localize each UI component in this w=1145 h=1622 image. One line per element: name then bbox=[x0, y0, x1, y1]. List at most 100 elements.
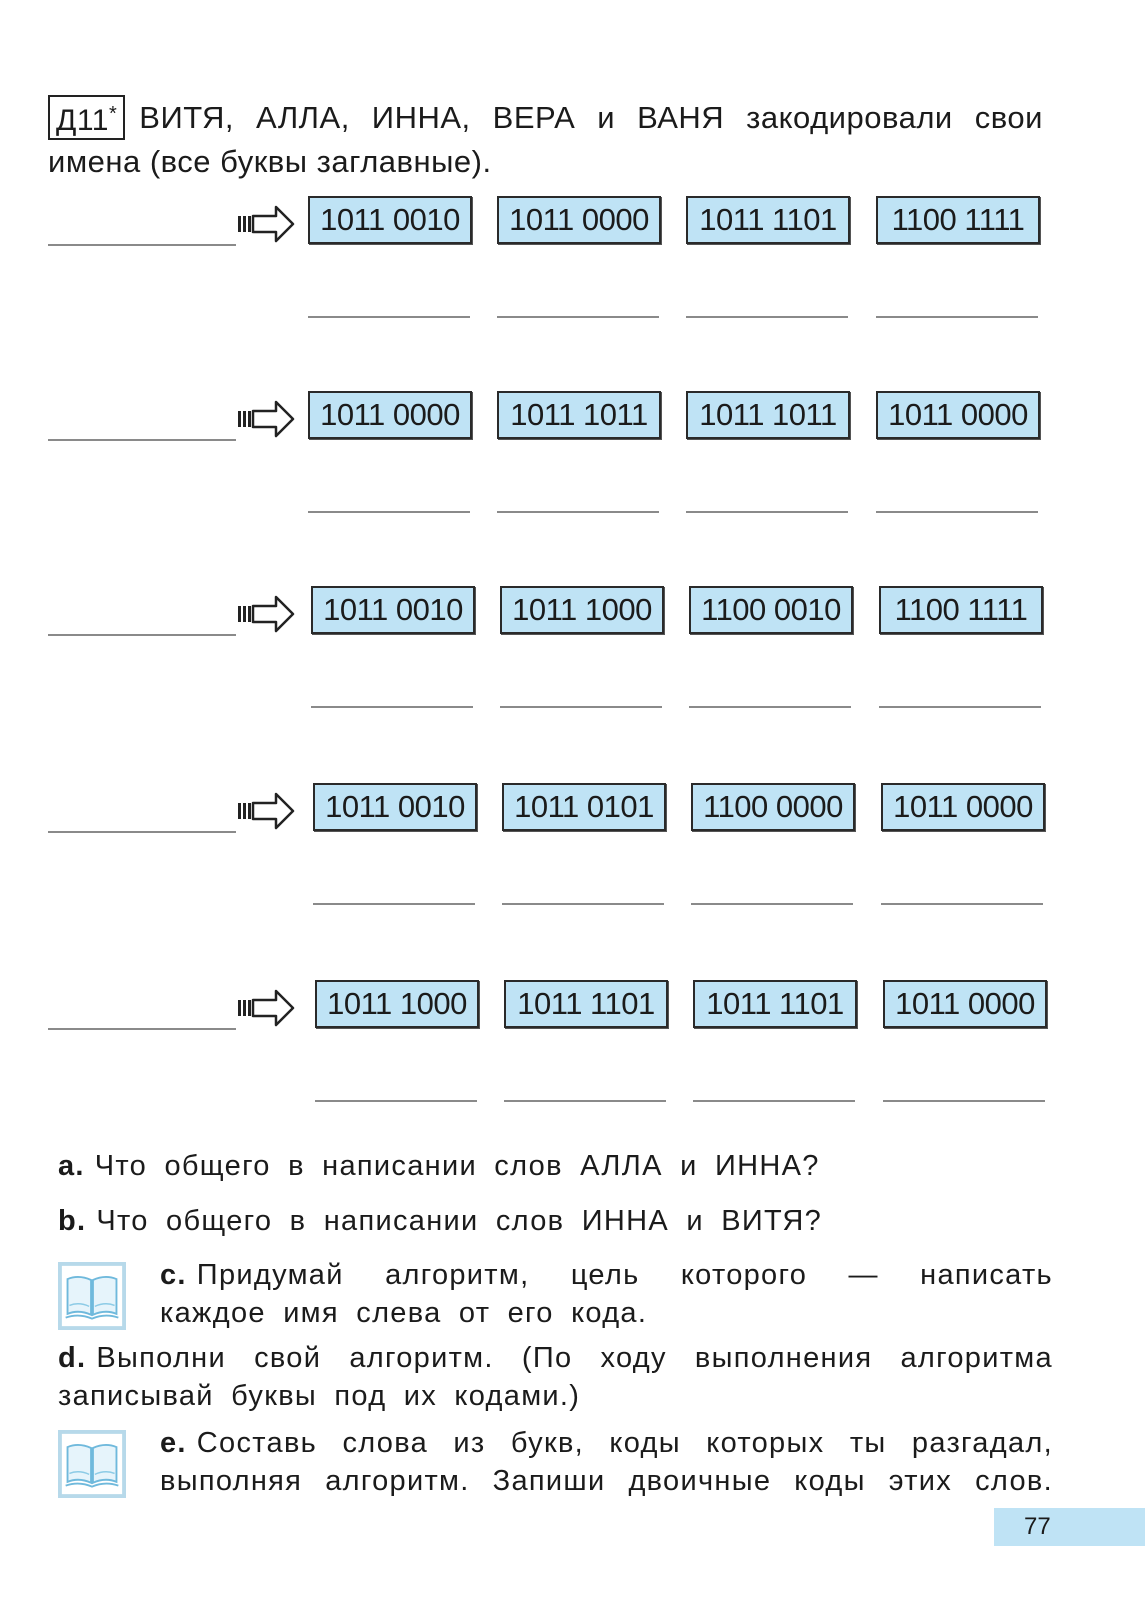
binary-code-box: 1011 1101 bbox=[686, 196, 850, 244]
question-word: Запиши bbox=[492, 1465, 606, 1497]
letter-answer-line[interactable] bbox=[311, 706, 473, 708]
question-word: коды bbox=[609, 1427, 681, 1459]
question-b: b. Что общего в написании слов ИННА и ВИТ… bbox=[58, 1202, 822, 1240]
question-word: которых bbox=[706, 1427, 825, 1459]
question-word: Выполни bbox=[96, 1342, 226, 1374]
question-word: слов. bbox=[975, 1465, 1053, 1497]
question-word: слова bbox=[342, 1427, 429, 1459]
name-answer-line[interactable] bbox=[48, 1026, 236, 1030]
right-arrow-icon bbox=[238, 792, 295, 830]
question-word: этих bbox=[888, 1465, 953, 1497]
question-word: (По bbox=[521, 1342, 573, 1374]
letter-answer-line[interactable] bbox=[500, 706, 662, 708]
book-icon bbox=[58, 1262, 126, 1330]
letter-answer-line[interactable] bbox=[313, 903, 475, 905]
letter-answer-line[interactable] bbox=[502, 903, 664, 905]
header-word: АЛЛА, bbox=[255, 99, 350, 135]
question-word: коды bbox=[794, 1465, 866, 1497]
question-label: a. bbox=[58, 1150, 85, 1182]
task-header-line1: Д11* ВИТЯ, АЛЛА, ИННА, ВЕРА и ВАНЯ закод… bbox=[48, 95, 1043, 140]
question-d-line1: d.Выполни свой алгоритм. (По ходу выполн… bbox=[58, 1339, 1053, 1377]
question-word: которого bbox=[680, 1259, 808, 1291]
letter-answer-line[interactable] bbox=[497, 316, 659, 318]
header-word: ВИТЯ, bbox=[139, 99, 234, 135]
letter-answer-line[interactable] bbox=[693, 1100, 855, 1102]
question-word: из bbox=[453, 1427, 486, 1459]
letter-answer-line[interactable] bbox=[691, 903, 853, 905]
question-e: e. Составь слова из букв, коды которых ты… bbox=[160, 1424, 1053, 1500]
code-row-5: 1011 1000 1011 1101 1011 1101 1011 0000 bbox=[0, 980, 1145, 1130]
name-answer-line[interactable] bbox=[48, 829, 236, 833]
letter-answer-line[interactable] bbox=[879, 706, 1041, 708]
question-label: c. bbox=[160, 1259, 187, 1291]
binary-code-box: 1011 1101 bbox=[693, 980, 857, 1028]
question-word: букв, bbox=[510, 1427, 585, 1459]
name-answer-line[interactable] bbox=[48, 242, 236, 246]
question-e-lead: e. Составь bbox=[160, 1424, 317, 1462]
question-label: d. bbox=[58, 1342, 87, 1374]
question-label: e. bbox=[160, 1427, 187, 1459]
question-word: алгоритм. bbox=[349, 1342, 494, 1374]
letter-answer-line[interactable] bbox=[876, 511, 1038, 513]
right-arrow-icon bbox=[238, 205, 295, 243]
binary-code-box: 1011 0010 bbox=[311, 586, 475, 634]
question-word: алгоритм, bbox=[385, 1259, 530, 1291]
question-d: d.Выполни свой алгоритм. (По ходу выполн… bbox=[58, 1339, 1053, 1415]
header-word: свои bbox=[974, 99, 1043, 135]
question-word: алгоритма bbox=[900, 1342, 1053, 1374]
binary-code-box: 1011 1011 bbox=[686, 391, 850, 439]
right-arrow-icon bbox=[238, 989, 295, 1027]
question-e-line1: e. Составь слова из букв, коды которых ты… bbox=[160, 1424, 1053, 1462]
page-number: 77 bbox=[994, 1508, 1145, 1546]
task-header-line2: имена (все буквы заглавные). bbox=[48, 144, 492, 179]
binary-code-box: 1011 0010 bbox=[308, 196, 472, 244]
binary-code-box: 1011 1000 bbox=[500, 586, 664, 634]
binary-code-box: 1100 0000 bbox=[691, 783, 855, 831]
letter-answer-line[interactable] bbox=[876, 316, 1038, 318]
question-d-line2: записывай буквы под их кодами.) bbox=[58, 1380, 581, 1412]
question-word: Составь bbox=[196, 1427, 318, 1459]
task-id-badge: Д11* bbox=[48, 95, 126, 140]
question-label: b. bbox=[58, 1205, 87, 1237]
letter-answer-line[interactable] bbox=[315, 1100, 477, 1102]
question-word: выполнения bbox=[694, 1342, 873, 1374]
code-row-1: 1011 0010 1011 0000 1011 1101 1100 1111 bbox=[0, 196, 1145, 346]
letter-answer-line[interactable] bbox=[686, 511, 848, 513]
question-d-lead: d. Выполни bbox=[58, 1339, 226, 1377]
question-c-line1: c.Придумай алгоритм, цель которого — нап… bbox=[160, 1256, 1053, 1294]
question-word: написать bbox=[920, 1259, 1053, 1291]
letter-answer-line[interactable] bbox=[497, 511, 659, 513]
right-arrow-icon bbox=[238, 595, 295, 633]
task-id: Д11 bbox=[56, 104, 109, 137]
letter-answer-line[interactable] bbox=[308, 316, 470, 318]
question-text: Что общего в написании слов АЛЛА и ИННА? bbox=[94, 1150, 820, 1182]
letter-answer-line[interactable] bbox=[689, 706, 851, 708]
binary-code-box: 1011 0000 bbox=[308, 391, 472, 439]
question-word: ходу bbox=[600, 1342, 667, 1374]
letter-answer-line[interactable] bbox=[686, 316, 848, 318]
question-text: Что общего в написании слов ИННА и ВИТЯ? bbox=[96, 1205, 823, 1237]
task-header: Д11* ВИТЯ, АЛЛА, ИННА, ВЕРА и ВАНЯ закод… bbox=[48, 95, 1043, 184]
binary-code-box: 1011 0000 bbox=[497, 196, 661, 244]
question-c-line2: каждое имя слева от его кода. bbox=[160, 1297, 648, 1329]
task-header-lead: Д11* ВИТЯ, bbox=[48, 95, 234, 140]
letter-answer-line[interactable] bbox=[883, 1100, 1045, 1102]
name-answer-line[interactable] bbox=[48, 632, 236, 636]
right-arrow-icon bbox=[238, 400, 295, 438]
header-word: и bbox=[597, 99, 616, 135]
letter-answer-line[interactable] bbox=[308, 511, 470, 513]
book-icon bbox=[58, 1430, 126, 1498]
name-answer-line[interactable] bbox=[48, 437, 236, 441]
binary-code-box: 1100 1111 bbox=[876, 196, 1040, 244]
binary-code-box: 1011 0000 bbox=[881, 783, 1045, 831]
question-e-line2: выполняя алгоритм. Запиши двоичные коды … bbox=[160, 1462, 1053, 1500]
task-mark: * bbox=[108, 103, 118, 125]
letter-answer-line[interactable] bbox=[881, 903, 1043, 905]
question-word: — bbox=[848, 1259, 879, 1291]
binary-code-box: 1011 1000 bbox=[315, 980, 479, 1028]
code-row-2: 1011 0000 1011 1011 1011 1011 1011 0000 bbox=[0, 391, 1145, 541]
question-word: ты bbox=[849, 1427, 887, 1459]
letter-answer-line[interactable] bbox=[504, 1100, 666, 1102]
question-word: разгадал, bbox=[911, 1427, 1053, 1459]
